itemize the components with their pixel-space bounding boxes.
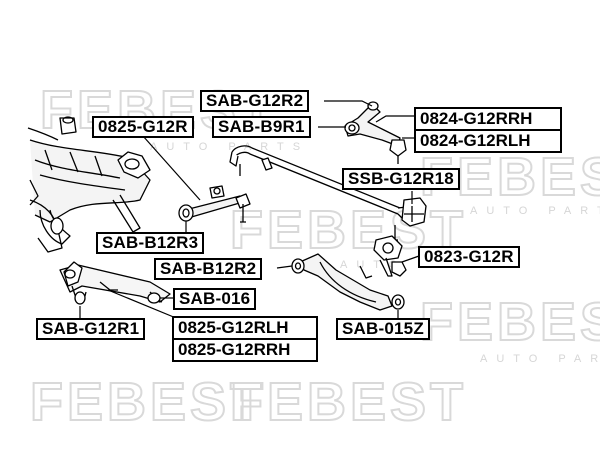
label-sab-016: SAB-016 xyxy=(173,288,257,310)
label-0823-g12r: 0823-G12R xyxy=(418,246,520,268)
watermark-tagline-1: AUTO PARTS xyxy=(150,141,309,153)
rear-subframe xyxy=(27,116,151,253)
label-sab-b12r2: SAB-B12R2 xyxy=(154,258,263,280)
lower-control-arm xyxy=(291,235,407,311)
upper-control-arm xyxy=(344,101,407,164)
label-sab-g12r1: SAB-G12R1 xyxy=(36,318,146,340)
leader-0823-g12r xyxy=(401,255,420,263)
label-sab-015z: SAB-015Z xyxy=(336,318,430,340)
watermark-tagline-3: AUTO PARTS xyxy=(470,205,600,217)
label-0825-g12r: 0825-G12R xyxy=(92,116,194,138)
label-sab-g12r2: SAB-G12R2 xyxy=(200,90,310,112)
leader-0824-upper xyxy=(375,115,414,123)
watermark-brand-4: FEBEST xyxy=(420,292,600,352)
watermark-logos: FEBEST AUTO PARTS FEBEST AUTO PARTS FEBE… xyxy=(29,79,600,433)
label-0825-lh-rh-group: 0825-G12RLH 0825-G12RRH xyxy=(172,316,318,362)
label-0824-group: 0824-G12RRH 0824-G12RLH xyxy=(414,107,562,153)
leader-sab-b12r2 xyxy=(276,265,293,269)
leader-lines xyxy=(79,100,420,319)
stabilizer-bar xyxy=(229,145,427,241)
label-ssb-g12r18: SSB-G12R18 xyxy=(342,168,460,190)
label-sab-b12r3: SAB-B12R3 xyxy=(96,232,205,254)
label-0825-g12rlh: 0825-G12RLH xyxy=(178,318,289,337)
watermark-brand-6: FEBEST xyxy=(230,372,467,432)
leader-0825-g12rlh xyxy=(107,289,177,319)
label-0825-g12rrh: 0825-G12RRH xyxy=(174,338,316,360)
rear-lower-arm xyxy=(59,261,171,305)
watermark-tagline-4: AUTO PARTS xyxy=(480,353,600,365)
watermark-brand-5: FEBEST xyxy=(30,372,267,432)
label-0824-g12rlh: 0824-G12RLH xyxy=(416,129,560,151)
label-0824-g12rrh: 0824-G12RRH xyxy=(420,109,533,128)
leader-sab-g12r2 xyxy=(324,100,373,107)
label-sab-b9r1: SAB-B9R1 xyxy=(212,116,311,138)
leader-0825-g12r xyxy=(142,135,201,201)
